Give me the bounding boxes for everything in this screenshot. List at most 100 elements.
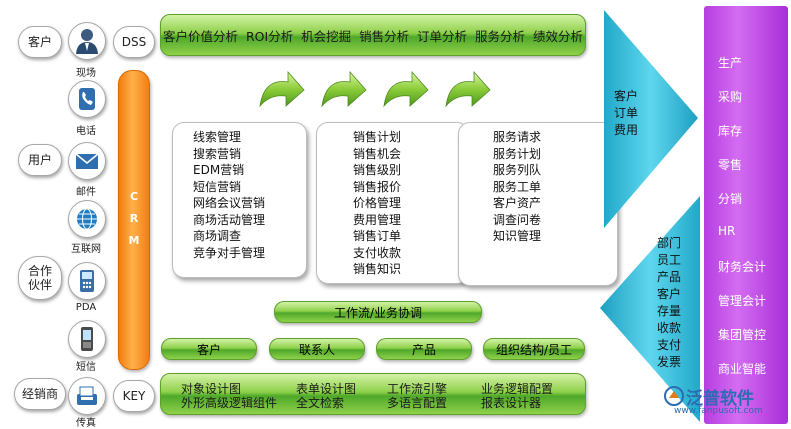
watermark: 泛普软件 www.fanpusoft.com	[662, 382, 786, 422]
workflow-bar: 工作流/业务协调	[274, 301, 482, 323]
user-label: 用户	[18, 144, 62, 176]
list-item: 商场活动管理	[193, 212, 266, 227]
pda-icon-label: PDA	[75, 302, 97, 313]
person-icon-label: 现场	[76, 68, 96, 79]
erp-item: 生产	[718, 56, 743, 70]
list-item: 销售级别	[353, 163, 402, 177]
partner-label-text: 合作 伙伴	[27, 264, 52, 292]
lower-arrow-text: 部门 员工 产品 客户 存量 收款 支付 发票	[657, 235, 681, 371]
list-item: 服务工单	[493, 179, 542, 194]
list-item: EDM营销	[193, 163, 245, 177]
marketing-box: 线索管理 搜索营销 EDM营销 短信营销 网络会议营销 商场活动管理 商场调查 …	[172, 122, 307, 278]
lower-arrow-item: 支付	[657, 338, 682, 352]
watermark-brand: 泛普软件	[686, 389, 754, 409]
arrow-icon-1	[259, 70, 305, 108]
erp-item: 零售	[718, 158, 743, 172]
list-item: 支付收款	[353, 245, 402, 260]
erp-item: 集团管控	[718, 328, 767, 342]
platform-item: 表单设计图	[296, 382, 357, 396]
lower-arrow-item: 产品	[657, 270, 682, 284]
lower-arrow-item: 收款	[657, 321, 682, 335]
customer-label: 客户	[18, 26, 62, 58]
arrow-icon-4	[445, 70, 491, 108]
platform-item: 工作流引擎	[387, 382, 448, 396]
lower-arrow-item: 客户	[657, 287, 682, 301]
list-item: 竞争对手管理	[193, 245, 266, 260]
arrow-icon-2	[321, 70, 367, 108]
platform-item: 多语言配置	[387, 396, 448, 410]
category-org: 组织结构/员工	[483, 338, 585, 360]
list-item: 服务列队	[493, 163, 542, 177]
fax-icon	[68, 377, 106, 415]
erp-item: 采购	[718, 90, 743, 104]
erp-column: 生产 采购 库存 零售 分销 HR 财务会计 管理会计 集团管控 商业智能	[704, 6, 788, 424]
list-item: 服务请求	[493, 130, 542, 144]
globe-icon	[68, 200, 106, 238]
platform-item: 对象设计图	[181, 382, 242, 396]
dealer-label: 经销商	[14, 378, 66, 410]
list-item: 知识管理	[493, 229, 542, 243]
erp-item: 分销	[718, 192, 743, 206]
dss-label: DSS	[113, 26, 155, 58]
mobile-icon	[68, 320, 106, 358]
arrow-icon-3	[383, 70, 429, 108]
list-item: 销售报价	[353, 179, 402, 194]
list-item: 服务计划	[493, 146, 542, 161]
sales-box: 销售计划 销售机会 销售级别 销售报价 价格管理 费用管理 销售订单 支付收款 …	[316, 122, 469, 284]
partner-label: 合作 伙伴	[18, 256, 62, 300]
list-item: 网络会议营销	[193, 196, 266, 210]
list-item: 销售计划	[353, 130, 402, 144]
pda-icon	[68, 262, 106, 300]
lower-arrow-item: 员工	[657, 253, 682, 267]
list-item: 线索管理	[193, 130, 242, 144]
list-item: 价格管理	[353, 196, 402, 210]
list-item: 客户资产	[493, 196, 542, 210]
list-item: 销售订单	[353, 229, 402, 243]
platform-item: 全文检索	[296, 396, 345, 410]
erp-item: 财务会计	[718, 260, 767, 274]
list-item: 费用管理	[353, 212, 402, 227]
lower-arrow-item: 部门	[657, 236, 682, 250]
watermark-logo-icon	[664, 386, 684, 406]
upper-arrow-item: 订单	[614, 106, 639, 120]
mobile-icon-label: 短信	[76, 362, 96, 373]
list-item: 销售知识	[353, 262, 402, 276]
platform-item: 报表设计器	[481, 396, 542, 410]
phone-icon-label: 电话	[76, 126, 96, 137]
analysis-bar: 客户价值分析 ROI分析 机会挖掘 销售分析 订单分析 服务分析 绩效分析	[160, 14, 586, 56]
upper-arrow-item: 客户	[614, 89, 639, 103]
mail-icon-label: 邮件	[76, 187, 96, 198]
category-customer: 客户	[161, 338, 257, 360]
erp-item: 库存	[718, 124, 743, 138]
globe-icon-label: 互联网	[71, 244, 101, 255]
erp-item: HR	[718, 224, 736, 238]
platform-item: 外形高级逻辑组件	[181, 396, 278, 410]
fax-icon-label: 传真	[76, 418, 96, 429]
list-item: 销售机会	[353, 146, 402, 161]
list-item: 搜索营销	[193, 146, 242, 161]
upper-arrow-item: 费用	[614, 123, 639, 137]
key-label: KEY	[113, 380, 155, 412]
lower-teal-arrow	[600, 196, 700, 422]
mail-icon	[68, 142, 106, 180]
erp-item: 商业智能	[718, 362, 767, 376]
upper-teal-arrow	[604, 10, 698, 228]
erp-item: 管理会计	[718, 294, 767, 308]
person-icon	[68, 22, 106, 60]
category-contact: 联系人	[269, 338, 365, 360]
lower-arrow-item: 存量	[657, 304, 682, 318]
service-box: 服务请求 服务计划 服务列队 服务工单 客户资产 调查问卷 知识管理	[458, 122, 618, 286]
list-item: 调查问卷	[493, 212, 542, 227]
phone-icon	[68, 80, 106, 118]
category-product: 产品	[376, 338, 472, 360]
watermark-url: www.fanpusoft.com	[674, 406, 763, 416]
arrows-row	[259, 70, 491, 108]
upper-arrow-text: 客户 订单 费用	[614, 88, 638, 139]
platform-bar: 对象设计图 表单设计图 工作流引擎 业务逻辑配置 外形高级逻辑组件 全文检索 多…	[160, 373, 586, 415]
lower-arrow-item: 发票	[657, 355, 682, 369]
list-item: 商场调查	[193, 229, 242, 243]
list-item: 短信营销	[193, 179, 242, 194]
platform-item: 业务逻辑配置	[481, 382, 554, 396]
